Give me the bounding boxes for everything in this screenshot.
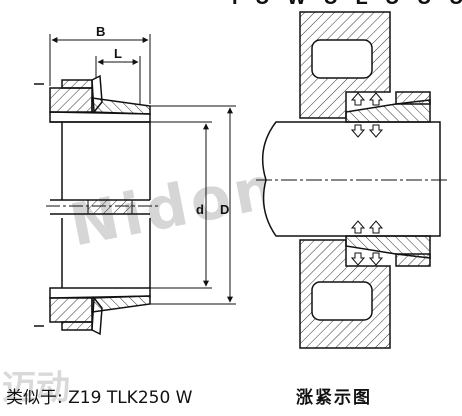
caption-model: 类似于: Z19 TLK250 W [6,388,193,408]
top-screw [91,74,103,114]
dim-label-d: d [196,202,204,217]
shaft [261,121,441,237]
top-flange [49,87,93,113]
hub-top-pocket [311,39,373,79]
lock-top-flange [395,91,431,105]
pressure-arrows-bottom [350,220,384,266]
slit [87,199,133,215]
lock-top [345,99,431,123]
dimension-l: L [95,46,141,104]
top-flange-cap [61,79,93,89]
lock-bottom-flange [395,253,431,267]
dimension-d-large: D [150,105,236,305]
bottom-screw [91,296,103,336]
top-cone-sleeve [91,97,151,115]
bottom-flange [49,297,93,323]
dim-label-b: B [96,24,105,39]
hub-bottom-pocket [311,281,373,321]
dimension-d-small: d [150,121,212,289]
dim-label-l: L [114,46,122,61]
dim-label-D: D [220,202,229,217]
dimension-b: B [49,24,151,104]
left-view-bushing [34,74,160,336]
caption-title: 涨紧示图 [296,388,372,408]
top-hub-body [49,111,151,123]
technical-drawing: I U W U L U U U N B [34,0,462,349]
bottom-flange-cap [61,321,93,331]
pressure-arrows-top [350,92,384,138]
bottom-cone-sleeve [91,295,151,313]
right-view-assembly [256,11,450,349]
heading-fragment: I U W U L U U U N [232,0,462,9]
